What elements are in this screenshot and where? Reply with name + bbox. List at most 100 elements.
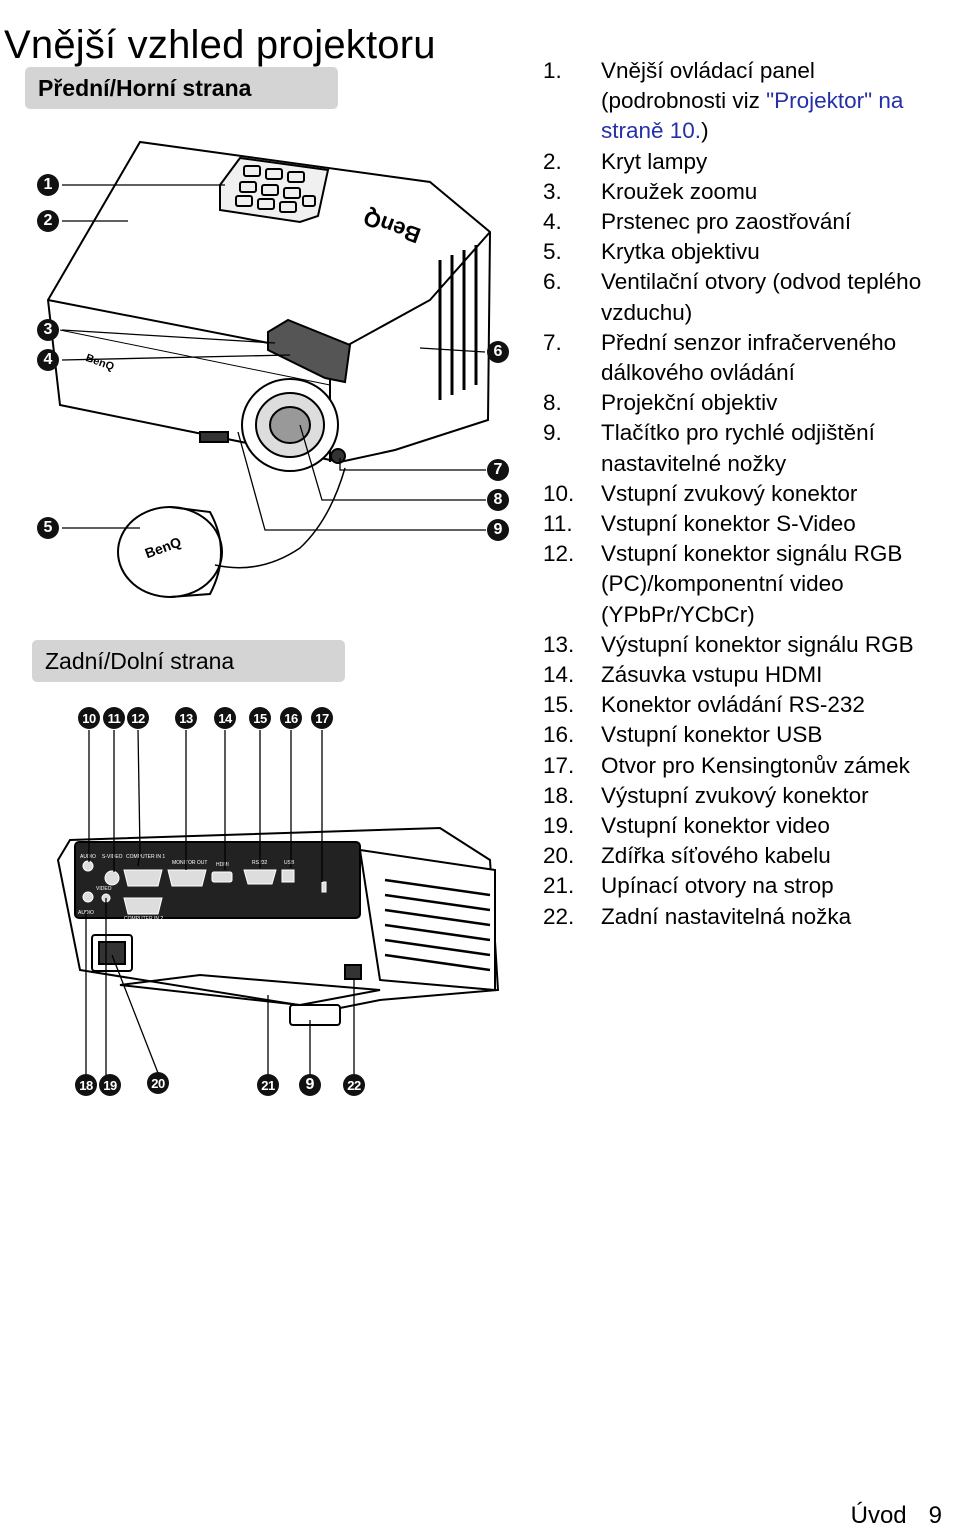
list-item-number: 13.	[543, 631, 575, 657]
callout-21: 21	[257, 1074, 279, 1096]
port-label-s-video: S-VIDEO	[102, 854, 123, 860]
port-label-usb: USB	[284, 860, 295, 866]
port-label-video: VIDEO	[96, 886, 112, 892]
callout-1: 1	[37, 174, 59, 196]
list-item-number: 10.	[543, 480, 575, 506]
list-item: 3. Kroužek zoomu	[543, 177, 958, 207]
list-item-text: Kroužek zoomu	[601, 178, 758, 204]
section-header-front-label: Přední/Horní strana	[38, 74, 252, 101]
list-item-text: Vstupní konektor USB	[601, 722, 823, 748]
list-item-number: 5.	[543, 239, 562, 265]
list-item-number: 1.	[543, 58, 562, 83]
callout-9-bottom: 9	[299, 1074, 321, 1096]
list-item: 20. Zdířka síťového kabelu	[543, 841, 958, 871]
list-item-text: Konektor ovládání RS-232	[601, 692, 865, 718]
callout-5: 5	[37, 517, 59, 539]
list-item-number: 3.	[543, 178, 562, 204]
list-item: 15. Konektor ovládání RS-232	[543, 690, 958, 720]
section-header-front: Přední/Horní strana	[25, 67, 338, 109]
list-item-text: Vstupní konektor video	[601, 813, 830, 839]
list-item: 5. Krytka objektivu	[543, 237, 958, 267]
port-label-audio-in: AUDIO	[80, 854, 96, 860]
page-footer: Úvod 9	[851, 1502, 942, 1530]
list-item: 4. Prstenec pro zaostřování	[543, 207, 958, 237]
callout-12: 12	[127, 707, 149, 729]
list-item: 21.Upínací otvory na strop	[543, 871, 958, 901]
list-item-number: 14.	[543, 662, 575, 688]
list-item-text: Vstupní konektor S-Video	[601, 511, 856, 537]
page-number: 9	[928, 1502, 942, 1529]
list-item-number: 12.	[543, 541, 575, 567]
list-item: 12.Vstupní konektor signálu RGB (PC)/kom…	[543, 539, 958, 630]
list-item-number: 2.	[543, 148, 562, 174]
list-item-number: 4.	[543, 209, 562, 235]
list-item-number: 20.	[543, 843, 575, 869]
callout-6: 6	[487, 341, 509, 363]
list-item-text: Výstupní zvukový konektor	[601, 782, 869, 808]
section-header-back-label: Zadní/Dolní strana	[45, 647, 235, 674]
list-item-number: 7.	[543, 329, 562, 355]
list-item: 22. Zadní nastavitelná nožka	[543, 902, 958, 932]
list-item: 2. Kryt lampy	[543, 147, 958, 177]
list-item-text: Projekční objektiv	[601, 390, 778, 416]
list-item-number: 11.	[543, 511, 573, 537]
list-item-text: Zadní nastavitelná nožka	[601, 903, 852, 929]
callout-8: 8	[487, 489, 509, 511]
callout-11: 11	[103, 707, 125, 729]
callout-7: 7	[487, 459, 509, 481]
list-item: 16. Vstupní konektor USB	[543, 720, 958, 750]
list-item-text: Prstenec pro zaostřování	[601, 209, 852, 235]
callout-18: 18	[75, 1074, 97, 1096]
list-item-number: 16.	[543, 722, 575, 748]
callout-9: 9	[487, 519, 509, 541]
list-item-text: Ventilační otvory (odvod teplého vzduchu…	[601, 269, 922, 325]
callout-15: 15	[249, 707, 271, 729]
list-item: 14. Zásuvka vstupu HDMI	[543, 660, 958, 690]
section-header-back: Zadní/Dolní strana	[32, 640, 345, 682]
list-item: 9. Tlačítko pro rychlé odjištění nastavit…	[543, 418, 958, 478]
list-item-text: Zdířka síťového kabelu	[601, 843, 831, 869]
list-item-number: 18.	[543, 782, 575, 808]
list-item-text-main: Vnější ovládací panel	[601, 58, 815, 83]
list-item-number: 6.	[543, 269, 562, 295]
callout-17: 17	[311, 707, 333, 729]
callout-4: 4	[37, 349, 59, 371]
callout-10: 10	[78, 707, 100, 729]
cross-reference-link[interactable]: "Projektor" na straně 10.	[601, 88, 904, 144]
callout-22: 22	[343, 1074, 365, 1096]
callout-16: 16	[280, 707, 302, 729]
parts-list: 1. Vnější ovládací panel (podrobnosti viz…	[543, 56, 958, 932]
page-title: Vnější vzhled projektoru	[4, 22, 436, 67]
list-item-number: 19.	[543, 813, 575, 839]
callout-3: 3	[37, 319, 59, 341]
list-item: 18. Výstupní zvukový konektor	[543, 781, 958, 811]
port-label-computer-in-1: COMPUTER IN 1	[126, 854, 165, 860]
footer-section: Úvod	[850, 1502, 907, 1529]
list-item-number: 17.	[543, 752, 575, 778]
callout-2: 2	[37, 210, 59, 232]
list-item-text: Krytka objektivu	[601, 239, 760, 265]
list-item-text: Kryt lampy	[601, 148, 708, 174]
list-item: 7. Přední senzor infračerveného dálkového…	[543, 328, 958, 388]
list-item-text: Zásuvka vstupu HDMI	[601, 662, 823, 688]
list-item-text-ref: (podrobnosti viz	[601, 88, 767, 114]
list-item-text: Vstupní zvukový konektor	[601, 480, 858, 506]
list-item-text-close: )	[701, 118, 709, 144]
list-item: 19. Vstupní konektor video	[543, 811, 958, 841]
list-item-number: 9.	[543, 420, 562, 446]
list-item: 8.Projekční objektiv	[543, 388, 958, 418]
list-item-number: 15.	[543, 692, 575, 718]
port-label-monitor-out: MONITOR OUT	[172, 860, 207, 866]
list-item: 10. Vstupní zvukový konektor	[543, 479, 958, 509]
callout-19: 19	[99, 1074, 121, 1096]
port-label-computer-in-2: COMPUTER IN 2	[124, 916, 163, 922]
list-item-text: Tlačítko pro rychlé odjištění nastavitel…	[601, 420, 875, 476]
list-item: 6. Ventilační otvory (odvod teplého vzduc…	[543, 267, 958, 327]
list-item-text: Přední senzor infračerveného dálkového o…	[601, 329, 897, 386]
list-item-text: Otvor pro Kensingtonův zámek	[601, 752, 910, 778]
list-item-number: 22.	[543, 903, 575, 929]
list-item: 13.Výstupní konektor signálu RGB	[543, 630, 958, 660]
callout-13: 13	[175, 707, 197, 729]
